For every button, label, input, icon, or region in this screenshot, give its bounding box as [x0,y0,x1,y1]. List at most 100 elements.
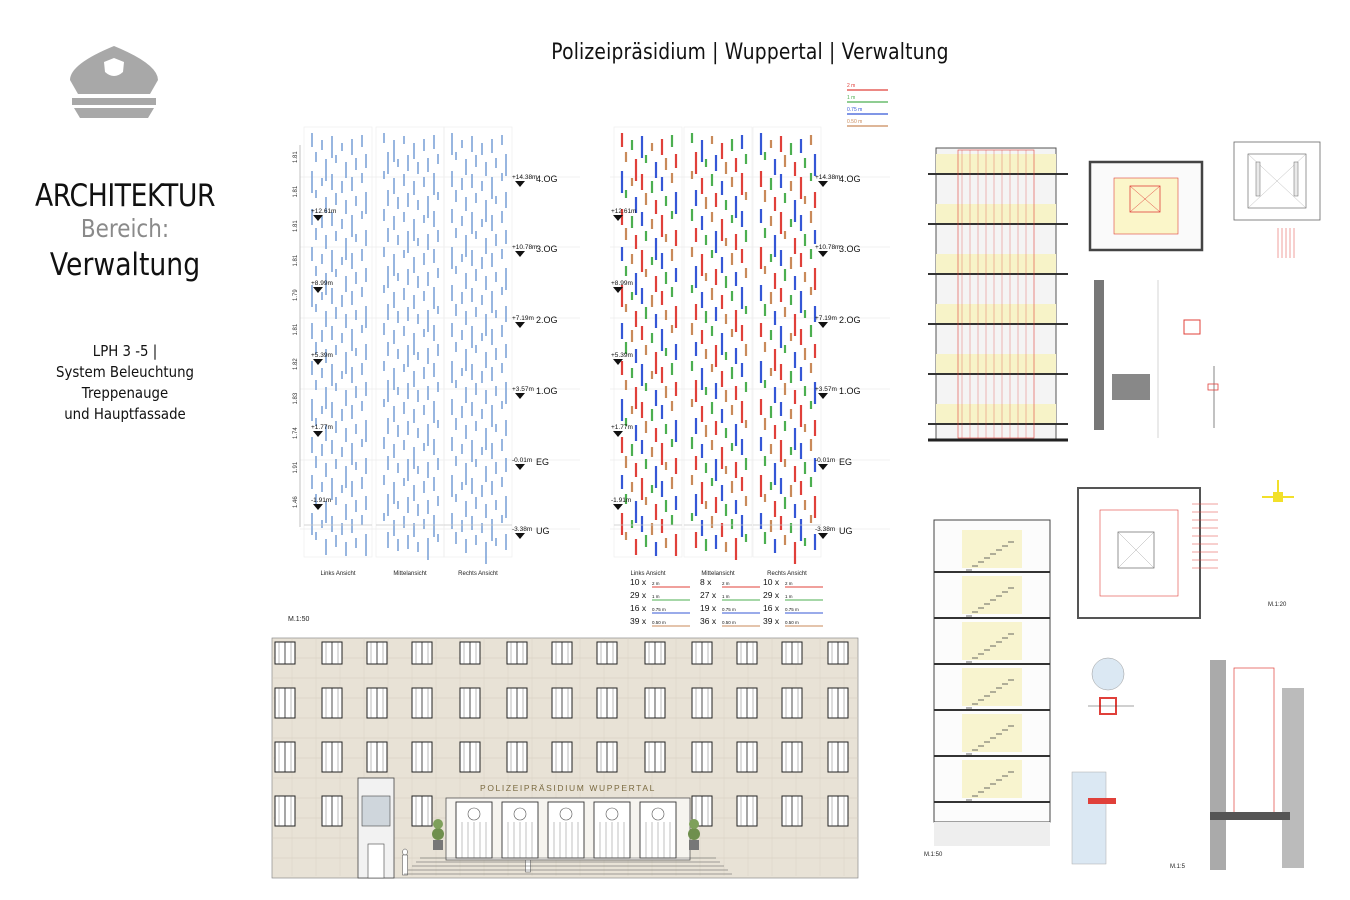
dimension-label: 1.46 [293,496,299,508]
level-name: 1.OG [536,386,558,396]
side-entrance-glass [361,795,391,827]
dimension-label: 1.81 [293,254,299,266]
level-height: +7.19m [512,315,534,322]
window [644,687,666,719]
person-figure [402,848,408,856]
window [411,795,433,827]
window [596,741,618,773]
plant-pot-base [689,840,699,850]
count-value: 29 x [763,590,780,600]
main-entrance: POLIZEIPRÄSIDIUM WUPPERTAL [445,783,691,861]
lamp-column [752,126,822,564]
window [827,641,849,665]
count-value: 8 x [700,577,712,587]
count-length: 0.75 m [722,607,736,612]
level-marker [515,464,525,470]
window [321,795,343,827]
window [274,795,296,827]
window [827,741,849,773]
lamp-column [303,126,373,558]
police-cap-icon [62,42,166,127]
window [691,741,713,773]
slab-cut [1112,374,1150,400]
side-entrance-door [367,843,385,879]
window [274,641,296,665]
level-name: 2.OG [839,315,861,325]
window [551,741,573,773]
window [506,687,528,719]
lamp-column [683,126,753,560]
level-height: +7.19m [815,315,837,322]
count-length: 0.50 m [722,620,736,625]
entrance-lamp [559,807,573,821]
level-marker [515,251,525,257]
window [551,641,573,665]
plant-foliage [432,828,444,840]
level-height: +1.77m [311,424,333,431]
level-height: +8.99m [311,280,333,287]
count-length: 1 m [652,594,660,599]
view-label: Mittelansicht [393,571,427,577]
plan-light-area [1099,509,1179,597]
level-height: +14.38m [512,174,537,181]
entrance-lamp [651,807,665,821]
window [691,687,713,719]
plant-pot [432,819,444,850]
dimension-label: 1.81 [293,151,299,163]
count-value: 39 x [763,616,780,626]
view-frame [613,126,683,558]
shaft-outline [935,147,1057,441]
window [321,741,343,773]
foundation [934,822,1050,846]
window [459,641,481,665]
window [596,641,618,665]
window [736,641,758,665]
level-height: +3.57m [815,386,837,393]
level-name: EG [536,457,549,467]
level-height: +14.38m [815,174,840,181]
count-length: 2 m [652,581,660,586]
lamp-length-legend: 2 m1 m0.75 m0.50 m [847,83,888,127]
light-zone [962,530,1022,568]
level-marker [613,287,623,293]
plan-eye [1117,531,1155,569]
level-name: 4.OG [536,174,558,184]
window [827,687,849,719]
building-section [933,519,1051,846]
plant-foliage [433,819,443,829]
lighting-elevation-drawing: 1.811.811.811.811.791.811.821.831.741.91… [293,83,890,627]
level-marker [818,533,828,539]
entrance-lamp [467,807,481,821]
window [459,741,481,773]
description: LPH 3 -5 | System Beleuchtung Treppenaug… [18,341,233,425]
facade-sign: POLIZEIPRÄSIDIUM WUPPERTAL [480,783,656,793]
phase-label: LPH 3 -5 | [92,342,158,360]
count-value: 16 x [763,603,780,613]
view-label: Links Ansicht [320,571,355,577]
count-length: 1 m [722,594,730,599]
count-value: 10 x [630,577,647,587]
level-marker [613,359,623,365]
count-length: 0.50 m [652,620,666,625]
slab-cut [1210,812,1290,820]
level-marker [818,464,828,470]
level-marker [313,431,323,437]
count-value: 29 x [630,590,647,600]
wall-section-detail [1094,280,1219,438]
level-name: 1.OG [839,386,861,396]
level-height: -1.91m [611,497,631,504]
count-length: 0.75 m [652,607,666,612]
view-frame [303,126,373,558]
level-name: EG [839,457,852,467]
count-value: 27 x [700,590,717,600]
count-value: 36 x [700,616,717,626]
window [644,641,666,665]
level-name: 4.OG [839,174,861,184]
plan-light-area [1113,177,1179,235]
light-zone [936,204,1056,224]
dimension-label: 1.81 [293,323,299,335]
scale-label: M.1:20 [1268,602,1287,608]
window [411,641,433,665]
count-length: 0.50 m [785,620,799,625]
level-height: +12.61m [311,208,336,215]
